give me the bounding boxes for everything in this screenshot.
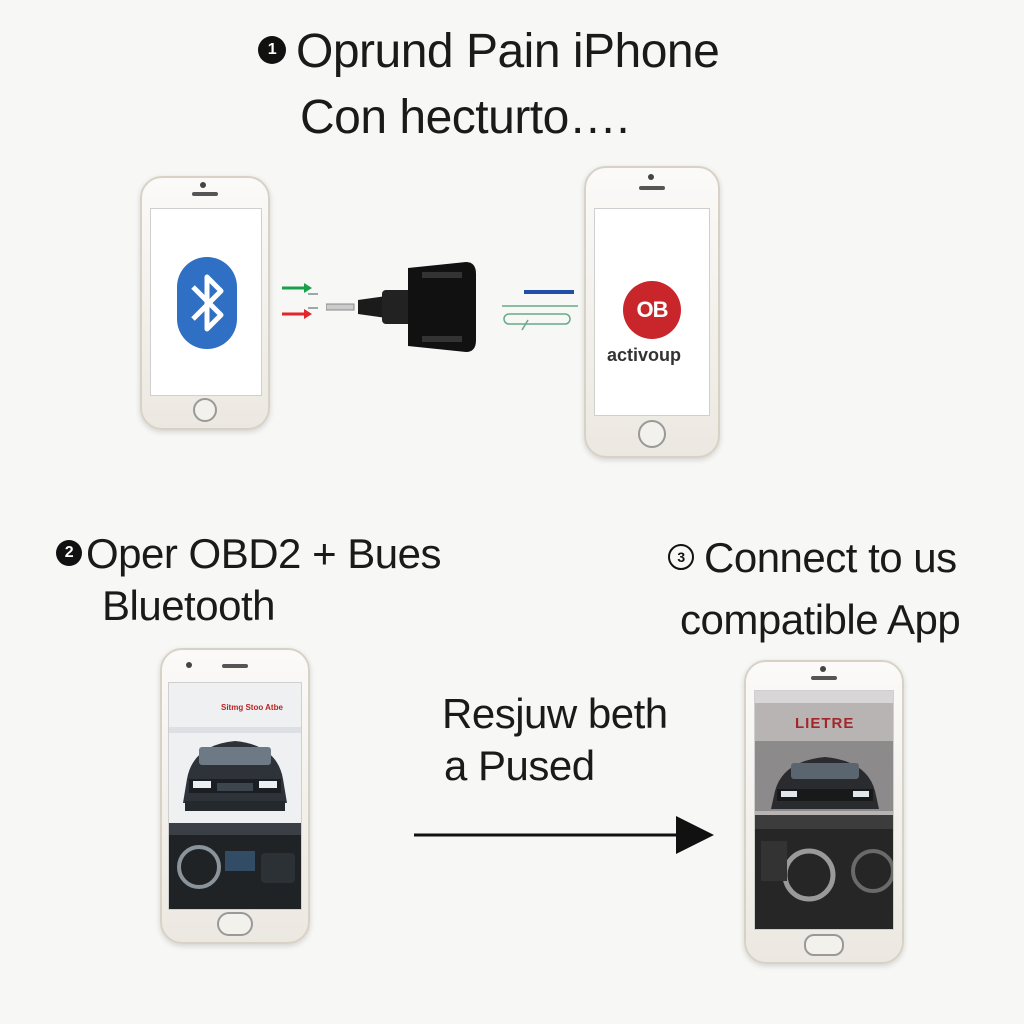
step-2-line-1: Oper OBD2 + Bues — [86, 530, 442, 577]
phone-app: OB activoup — [584, 166, 720, 458]
step-2-subheading: Bluetooth — [102, 582, 275, 629]
middle-caption-line-2: a Pused — [444, 742, 595, 789]
car-interior-image — [755, 691, 893, 929]
phone-speaker — [192, 192, 218, 196]
app-logo-text: OB — [636, 297, 669, 322]
screen-title: LIETRE — [795, 715, 855, 732]
car-dashboard-image — [169, 727, 301, 909]
phone-camera — [186, 662, 192, 668]
signal-arrows-left — [282, 283, 318, 319]
phone-screen: OB activoup — [594, 208, 710, 416]
screen-header: Sitmg Stoo Atbe — [221, 703, 283, 712]
step-3-subheading: compatible App — [680, 596, 961, 643]
phone-camera — [820, 666, 826, 672]
phone-car-app-left: Sitmg Stoo Atbe — [160, 648, 310, 944]
bluetooth-icon — [177, 257, 237, 349]
step-3-number: 3 — [668, 543, 694, 570]
middle-caption-line-1: Resjuw beth — [442, 690, 668, 737]
phone-speaker — [639, 186, 665, 190]
step-1-heading: 1 Oprund Pain iPhone — [258, 24, 720, 79]
step-1-number: 1 — [258, 36, 286, 65]
app-logo: OB — [623, 281, 681, 339]
phone-camera — [648, 174, 654, 180]
phone-bluetooth — [140, 176, 270, 430]
right-arrow-icon — [414, 816, 714, 854]
step-1-line-1: Oprund Pain iPhone — [296, 25, 720, 78]
step-1-subheading: Con hecturto…. — [300, 91, 630, 144]
signal-lines-right — [502, 290, 578, 331]
home-button — [804, 934, 844, 956]
phone-screen — [150, 208, 262, 396]
home-button — [193, 398, 217, 422]
app-name: activoup — [607, 345, 682, 365]
obd2-connector-icon — [326, 262, 476, 352]
home-button — [217, 912, 253, 936]
step-2-number: 2 — [56, 539, 82, 566]
home-button — [638, 420, 666, 448]
phone-screen: Sitmg Stoo Atbe — [168, 682, 302, 910]
phone-car-app-right: LIETRE — [744, 660, 904, 964]
phone-camera — [200, 182, 206, 188]
phone-screen: LIETRE — [754, 690, 894, 930]
phone-speaker — [811, 676, 837, 680]
phone-speaker — [222, 664, 248, 668]
step-3-heading: 3 Connect to us — [668, 534, 957, 582]
step-3-line-1: Connect to us — [704, 534, 957, 581]
